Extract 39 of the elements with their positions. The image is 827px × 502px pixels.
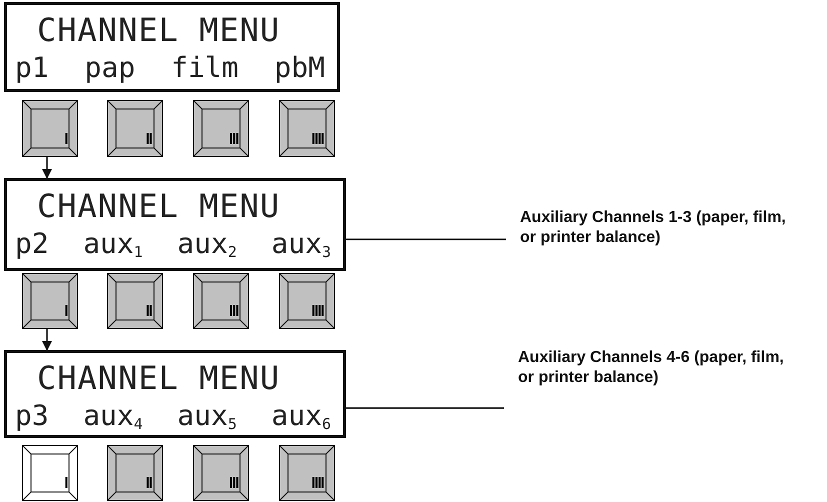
button-mark: IIII — [312, 477, 324, 491]
button-mark: I — [64, 477, 67, 491]
display-text: p2 aux$_{1}$ aux$_{2}$ aux$_{3}$ — [15, 226, 331, 263]
leader-line — [346, 407, 504, 409]
display-heading: CHANNEL MENU — [37, 11, 280, 49]
display-heading: CHANNEL MENU — [37, 187, 280, 225]
display-heading: CHANNEL MENU — [37, 359, 280, 397]
button-mark: IIII — [312, 305, 324, 319]
arrow — [42, 157, 52, 179]
button-mark: II — [146, 477, 152, 491]
push-button — [22, 445, 78, 501]
button-mark: I — [64, 305, 67, 319]
button-mark: III — [228, 305, 238, 319]
button-mark: III — [228, 477, 238, 491]
push-button — [107, 273, 163, 329]
note-text: Auxiliary Channels 1-3 (paper, film, or printer balance) — [520, 208, 790, 252]
push-button — [22, 273, 78, 329]
lcd-screen — [4, 178, 346, 271]
note-text: Auxiliary Channels 4-6 (paper, film, or printer balance) — [518, 348, 788, 392]
push-button — [107, 100, 163, 157]
push-button — [193, 445, 249, 501]
button-mark: III — [228, 133, 238, 147]
button-mark: II — [146, 133, 152, 147]
display-text: p3 aux$_{4}$ aux$_{5}$ aux$_{6}$ — [15, 398, 331, 435]
push-button — [279, 273, 335, 329]
arrow — [42, 329, 52, 351]
lcd-screen — [4, 350, 346, 438]
leader-line — [346, 238, 506, 240]
display-text: p1 pap film pbM — [15, 50, 325, 86]
button-mark: I — [64, 133, 67, 147]
push-button — [279, 445, 335, 501]
push-button — [193, 273, 249, 329]
lcd-screen — [4, 2, 340, 92]
push-button — [22, 100, 78, 157]
push-button — [193, 100, 249, 157]
push-button — [279, 100, 335, 157]
push-button — [107, 445, 163, 501]
button-mark: II — [146, 305, 152, 319]
button-mark: IIII — [312, 133, 324, 147]
